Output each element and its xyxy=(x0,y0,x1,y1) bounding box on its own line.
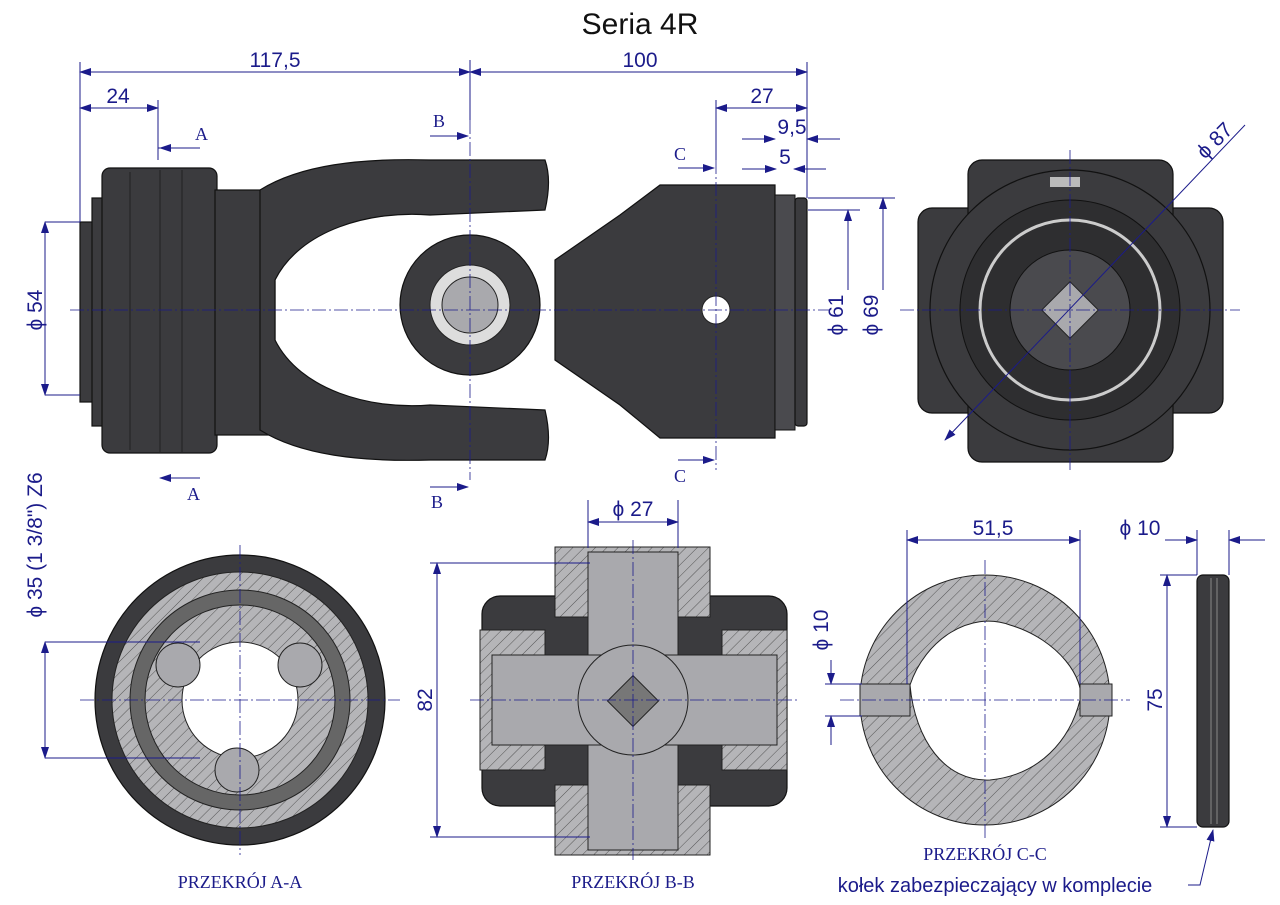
dim-100: 100 xyxy=(622,49,657,72)
section-mark-a-top: A xyxy=(195,124,208,144)
dim-phi-61: ϕ 61 xyxy=(825,295,848,336)
locking-pin: ϕ 10 75 kołek zabezpieczający w kompleci… xyxy=(838,517,1265,897)
dim-phi-10-pin: ϕ 10 xyxy=(1120,517,1161,540)
section-mark-c-top: C xyxy=(674,144,686,164)
dim-24: 24 xyxy=(106,85,130,108)
section-a-a: ϕ 35 (1 3/8") Z6 PRZEKRÓJ A-A xyxy=(24,472,400,892)
dim-phi-10-hole: ϕ 10 xyxy=(810,610,833,651)
front-dimensions: 117,5 100 24 27 9,5 5 ϕ 54 ϕ 61 ϕ 69 A A… xyxy=(24,49,895,512)
caption-section-a-a: PRZEKRÓJ A-A xyxy=(178,871,303,892)
dim-117-5: 117,5 xyxy=(250,49,301,72)
caption-section-c-c: PRZEKRÓJ C-C xyxy=(923,843,1047,864)
dim-5: 5 xyxy=(779,146,791,169)
dim-phi-87: ϕ 87 xyxy=(1192,118,1237,163)
drawing-title: Seria 4R xyxy=(582,8,699,41)
dim-27: 27 xyxy=(750,85,773,108)
dim-82: 82 xyxy=(414,688,437,711)
dim-phi-35-spline: ϕ 35 (1 3/8") Z6 xyxy=(24,472,47,617)
dim-phi-69: ϕ 69 xyxy=(860,295,883,336)
caption-section-b-b: PRZEKRÓJ B-B xyxy=(571,871,695,892)
section-mark-a-bottom: A xyxy=(187,484,200,504)
pin-note: kołek zabezpieczający w komplecie xyxy=(838,875,1153,897)
section-mark-b-top: B xyxy=(433,111,445,131)
dim-75: 75 xyxy=(1144,688,1167,711)
section-c-c: 51,5 ϕ 10 PRZEKRÓJ C-C xyxy=(810,517,1130,864)
section-mark-c-bottom: C xyxy=(674,466,686,486)
front-view xyxy=(70,120,830,480)
section-mark-b-bottom: B xyxy=(431,492,443,512)
dim-51-5: 51,5 xyxy=(973,517,1014,540)
dim-phi-27: ϕ 27 xyxy=(613,498,654,521)
dim-phi-54: ϕ 54 xyxy=(24,289,47,330)
section-b-b: ϕ 27 82 PRZEKRÓJ B-B xyxy=(414,498,800,892)
dim-9-5: 9,5 xyxy=(777,116,806,139)
side-view: ϕ 87 xyxy=(900,118,1246,470)
